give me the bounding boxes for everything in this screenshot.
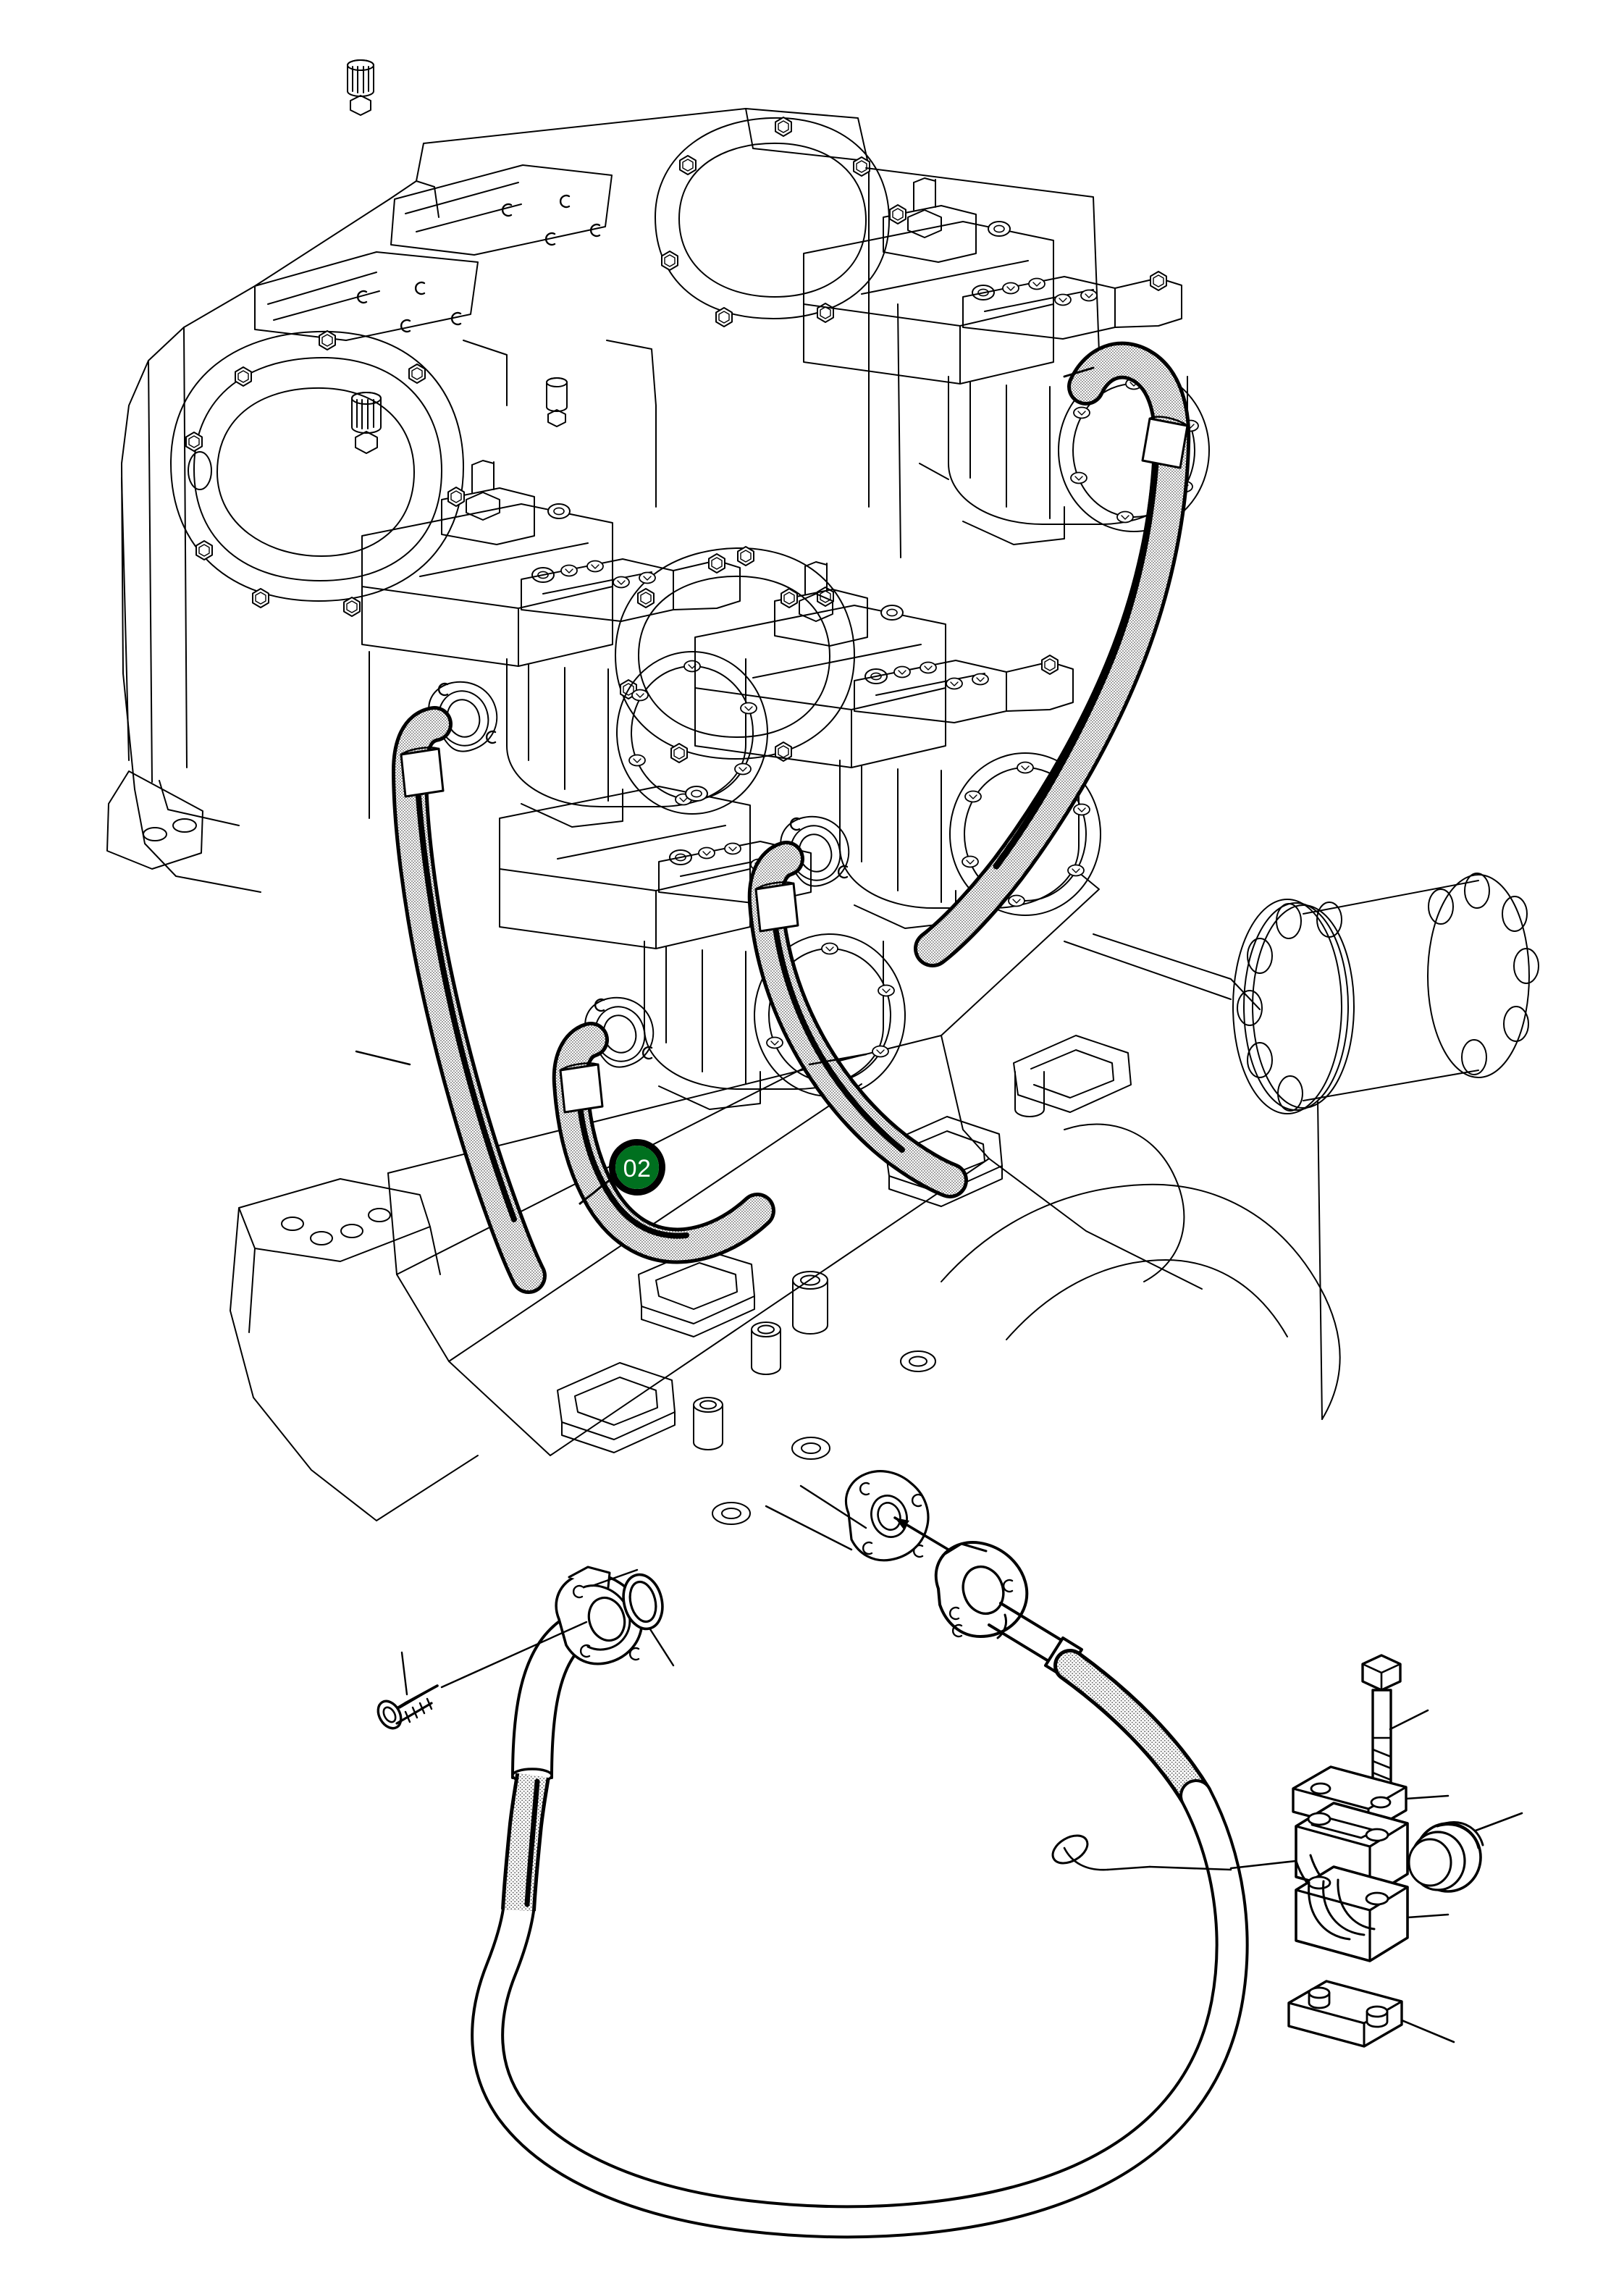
hose-end-flange [934, 1541, 1029, 1638]
deck-hole [900, 1350, 936, 1372]
hose-clamp-assembly [1051, 1654, 1523, 2048]
exhaust-duct [941, 1100, 1341, 1420]
clamp-block-lower [1295, 1865, 1409, 1962]
cap-screw [376, 1684, 439, 1730]
suction-hose-center [747, 841, 968, 1198]
spacer-boss [792, 1271, 828, 1335]
detail-suction-hose [471, 1649, 1249, 2239]
deck-hole [712, 1502, 751, 1525]
main-assembly-view [106, 59, 1539, 1525]
suction-hose-left [355, 706, 547, 1294]
drive-coupling-flange [1064, 873, 1539, 1114]
gearbox-housing [106, 59, 1101, 893]
hydraulic-pump-center [694, 561, 1101, 929]
callout-02-label: 02 [623, 1155, 652, 1182]
callout-02-disc [615, 1146, 659, 1189]
hose-right-end-fitting [765, 1470, 1083, 1679]
clamp-base-plate [1287, 1980, 1403, 2048]
square-boss-pad [557, 1362, 676, 1453]
split-flange-half [844, 1470, 930, 1562]
breather-plug [347, 59, 374, 116]
suction-hose-front [552, 1022, 775, 1264]
hex-bolt [1361, 1654, 1402, 1812]
mounting-base-frame [230, 872, 1203, 1525]
spacer-boss [693, 1397, 723, 1450]
small-plug [546, 377, 568, 427]
suction-hose-rear [914, 341, 1191, 967]
hydraulic-pump-left [361, 460, 768, 828]
square-boss-pad [1013, 1035, 1132, 1113]
deck-hole [791, 1437, 830, 1460]
spacer-boss [751, 1322, 781, 1375]
hose-left-end-fitting [376, 1566, 675, 1783]
callout-02[interactable]: 02 [579, 1139, 665, 1206]
callout-02-ring [609, 1139, 665, 1196]
breather-plug-2 [351, 392, 382, 454]
detail-hose-assembly-view [376, 1470, 1523, 2239]
o-ring-seal [622, 1573, 664, 1631]
clamp-nut [1408, 1821, 1484, 1893]
spacer-boss [1014, 1071, 1045, 1117]
